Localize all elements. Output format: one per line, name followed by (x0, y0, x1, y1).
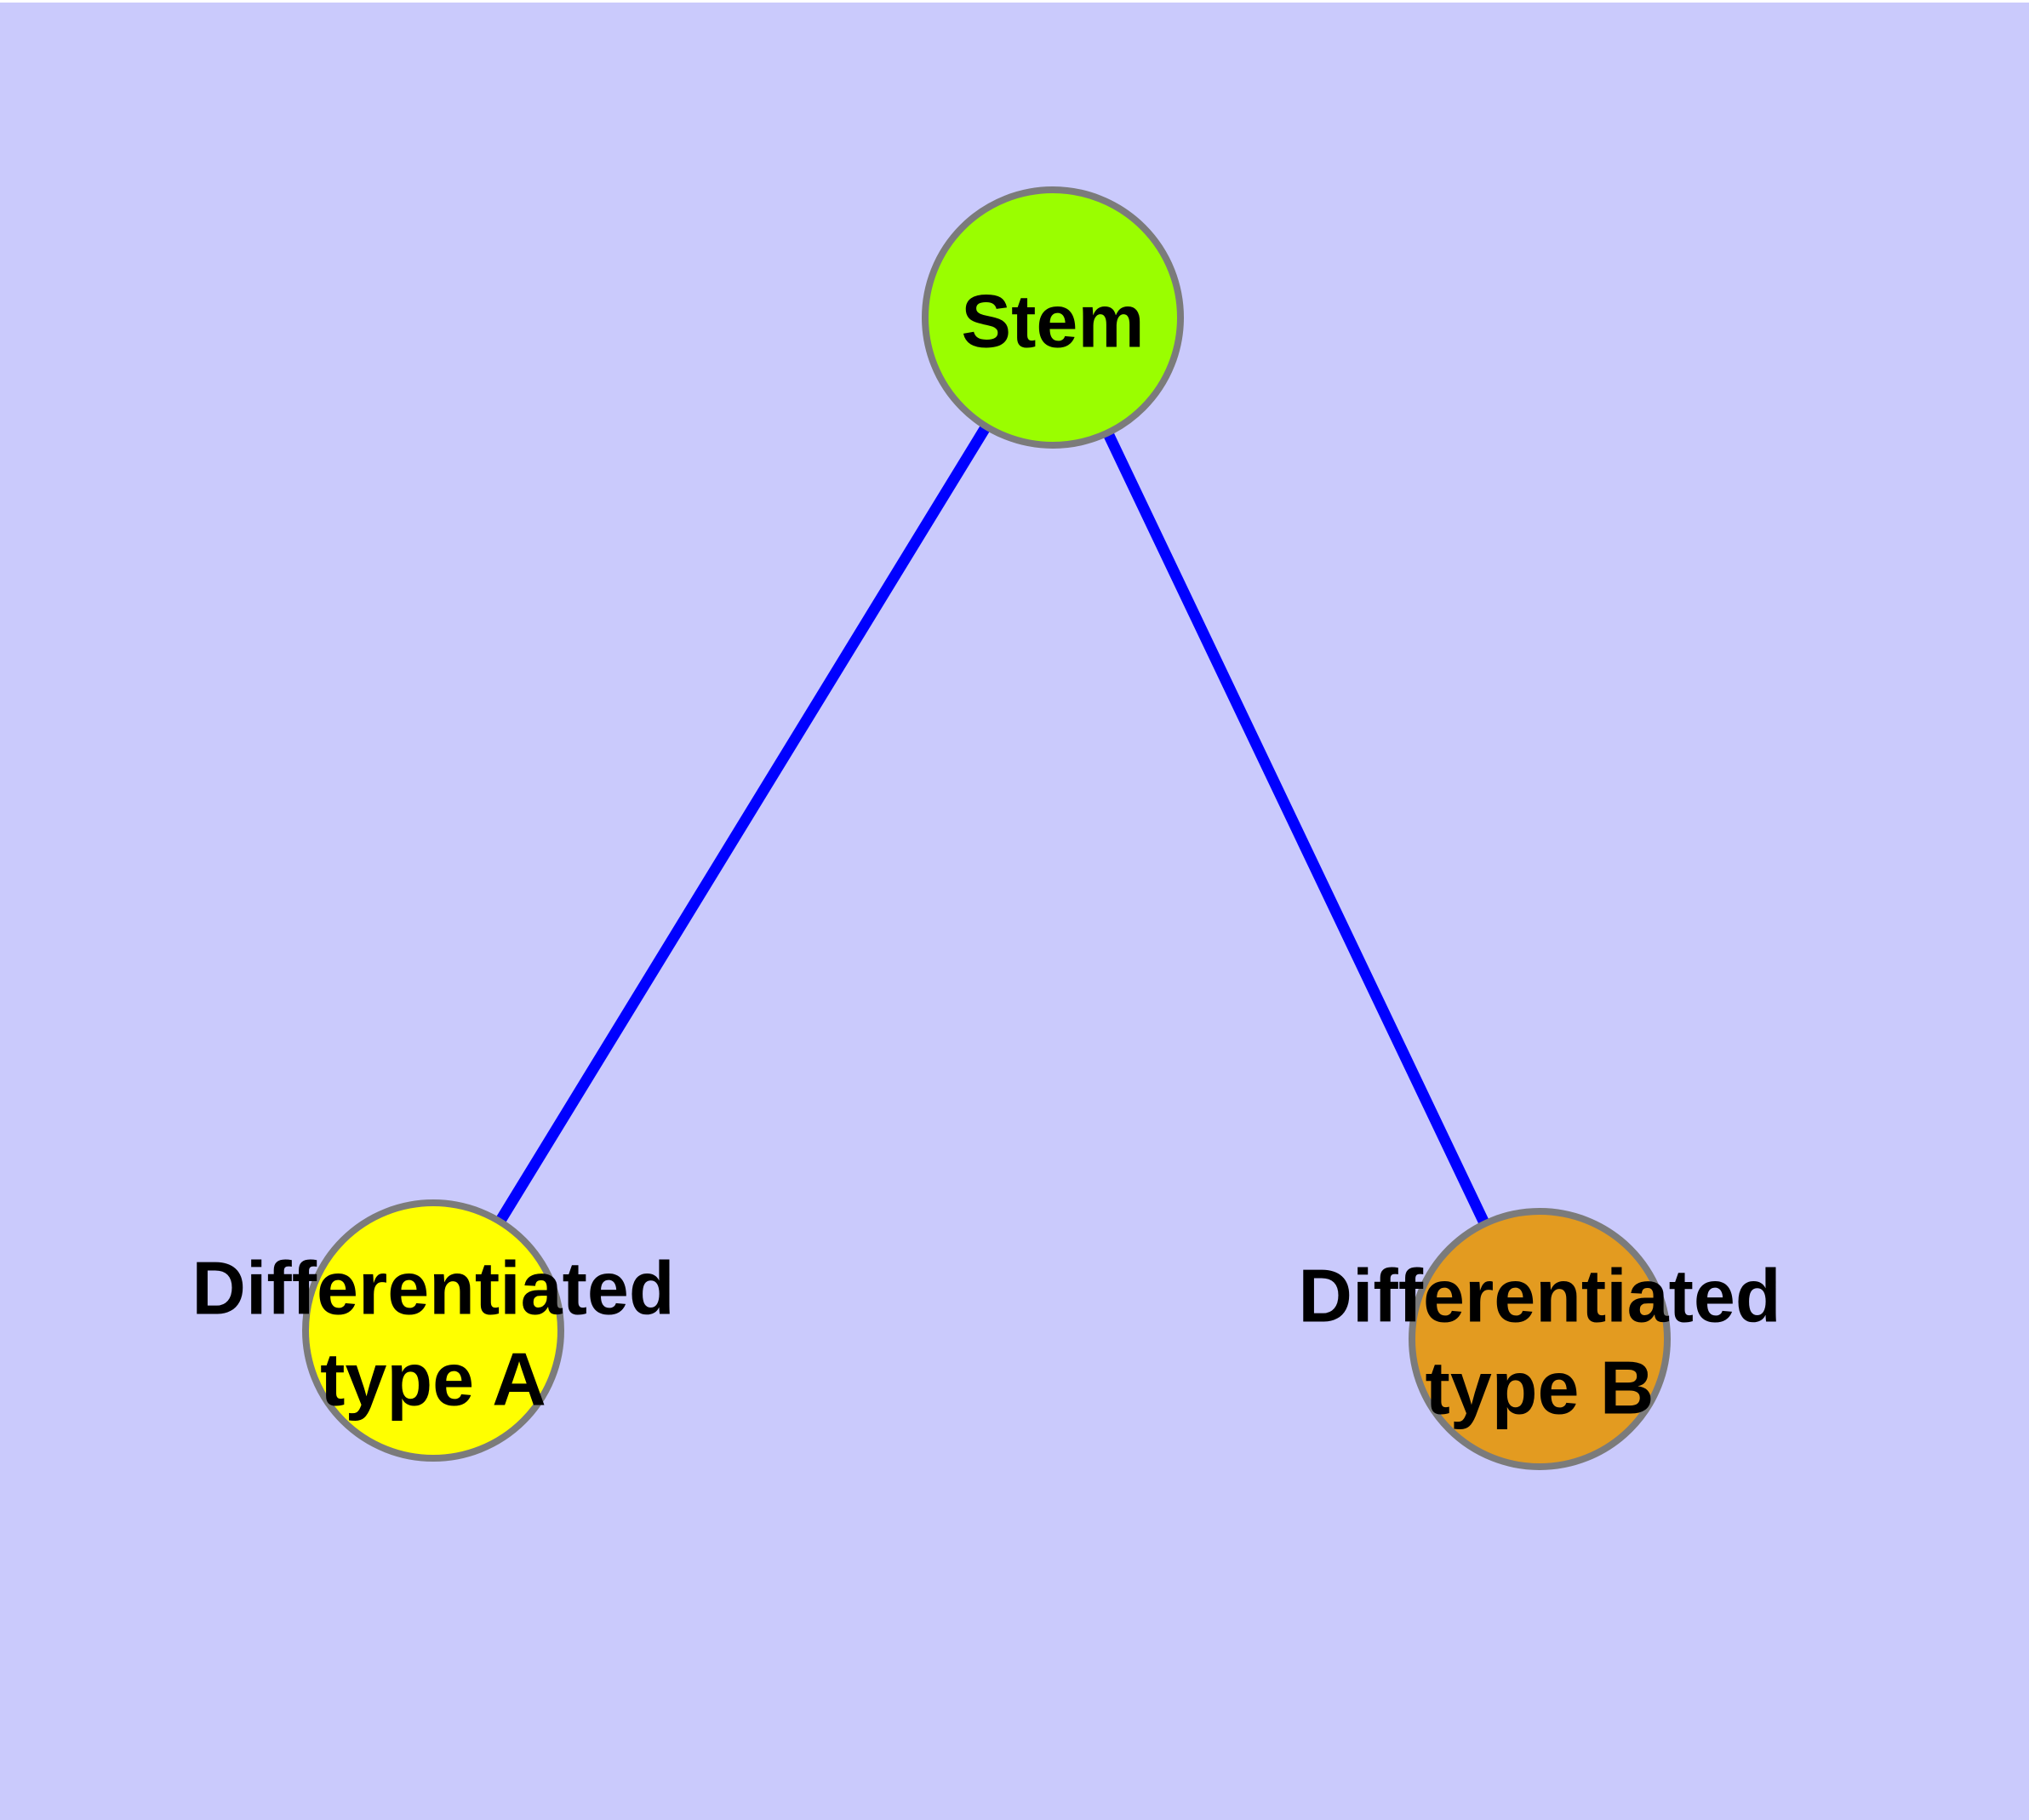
node-stem-label: Stem (961, 279, 1144, 363)
node-stem-circle (922, 186, 1184, 449)
edge-stem-to-type-b (1048, 315, 1545, 1342)
node-type-b-label-line2: type B (1426, 1346, 1655, 1430)
edge-stem-to-type-a (428, 314, 1058, 1334)
node-type-b-circle (1409, 1208, 1671, 1470)
top-edge-strip (0, 0, 2029, 3)
node-type-b-label-line1: Differentiated (1298, 1254, 1780, 1338)
node-type-a-circle (302, 1199, 564, 1462)
node-type-a-label-line2: type A (320, 1337, 546, 1422)
node-type-a-label-line1: Differentiated (191, 1246, 674, 1331)
